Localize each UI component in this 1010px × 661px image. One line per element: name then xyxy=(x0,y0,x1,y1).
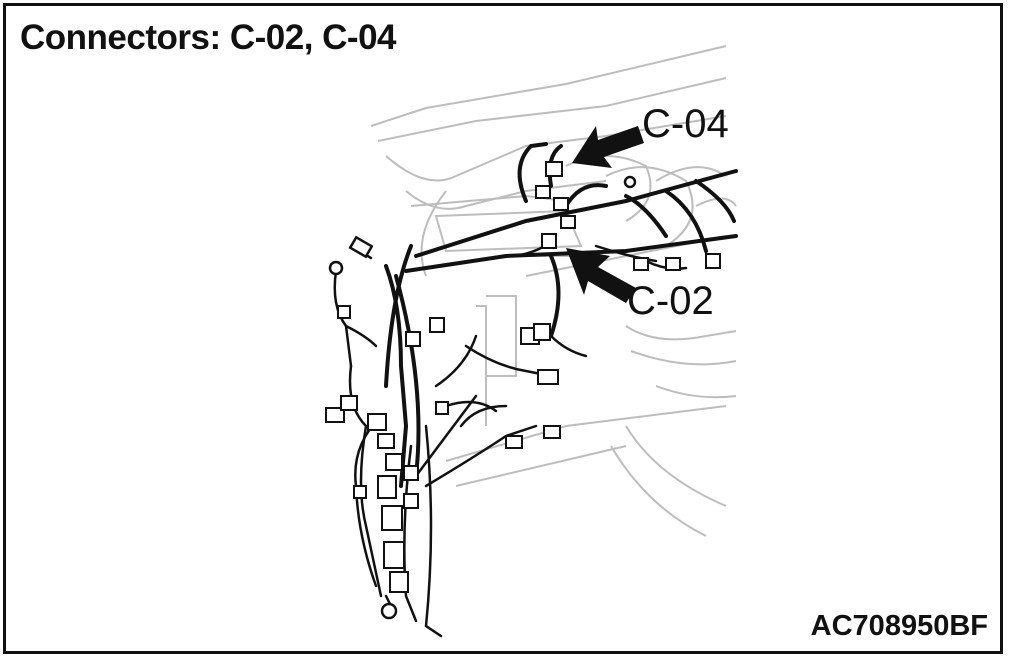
connector-blocks xyxy=(325,161,721,593)
c04-arrow xyxy=(572,126,644,168)
dashboard-harness-illustration xyxy=(325,45,738,638)
callout-c04-label: C-04 xyxy=(642,102,729,146)
ground-terminals xyxy=(328,175,637,620)
figure-code: AC708950BF xyxy=(810,610,988,642)
callout-c02-label: C-02 xyxy=(627,279,714,323)
diagram-title: Connectors: C-02, C-04 xyxy=(20,18,397,57)
diagram-frame: Connectors: C-02, C-04 C-04 C-02 AC70895… xyxy=(3,3,1003,654)
c02-arrow xyxy=(566,248,636,303)
